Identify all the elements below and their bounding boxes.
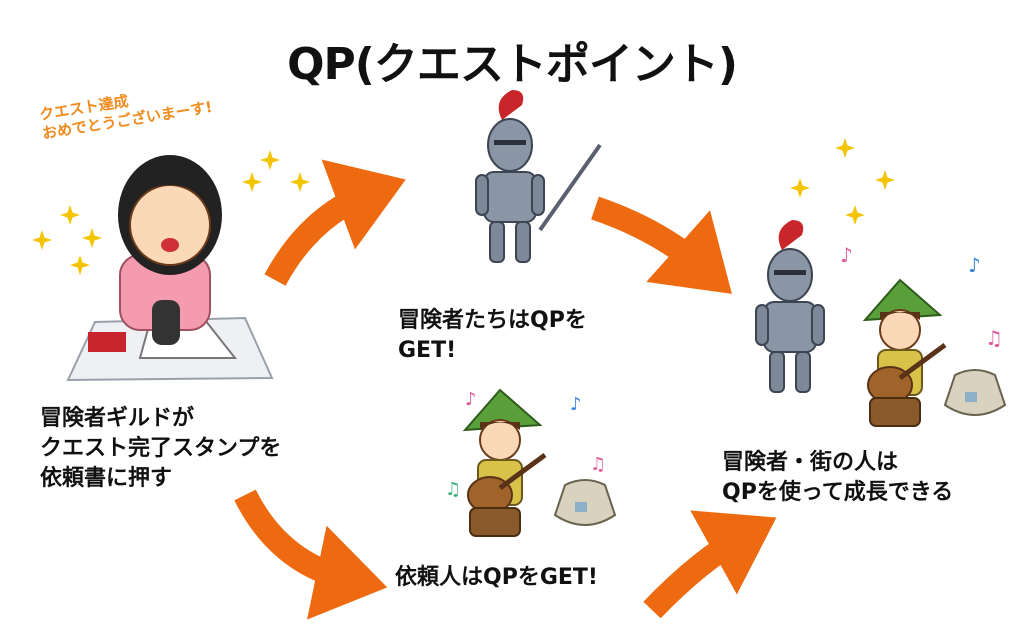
svg-text:♫: ♫ <box>985 326 1003 350</box>
svg-text:♫: ♫ <box>590 454 606 475</box>
arrow-client-to-growth <box>643 510 777 619</box>
arrow-guild-to-client <box>234 489 388 620</box>
svg-text:♫: ♫ <box>445 479 461 500</box>
svg-text:♪: ♪ <box>840 243 853 267</box>
svg-text:♪: ♪ <box>465 389 477 410</box>
page-title: QP(クエストポイント) <box>287 39 738 90</box>
guild-girl-illustration <box>66 155 274 382</box>
step-client-caption: 依頼人はQPをGET! <box>395 565 598 590</box>
step-growth-caption: 冒険者・街の人は QPを使って成長できる <box>722 450 954 505</box>
step-adventurers-caption: 冒険者たちはQPを GET! <box>398 308 587 363</box>
step-guild-caption: 冒険者ギルドが クエスト完了スタンプを 依頼書に押す <box>40 406 282 491</box>
arrow-adventurers-to-growth <box>591 196 732 294</box>
svg-text:♪: ♪ <box>570 394 582 415</box>
arrow-guild-to-adventurers <box>264 159 406 286</box>
svg-text:♪: ♪ <box>968 253 981 277</box>
knight-illustration <box>475 89 545 263</box>
